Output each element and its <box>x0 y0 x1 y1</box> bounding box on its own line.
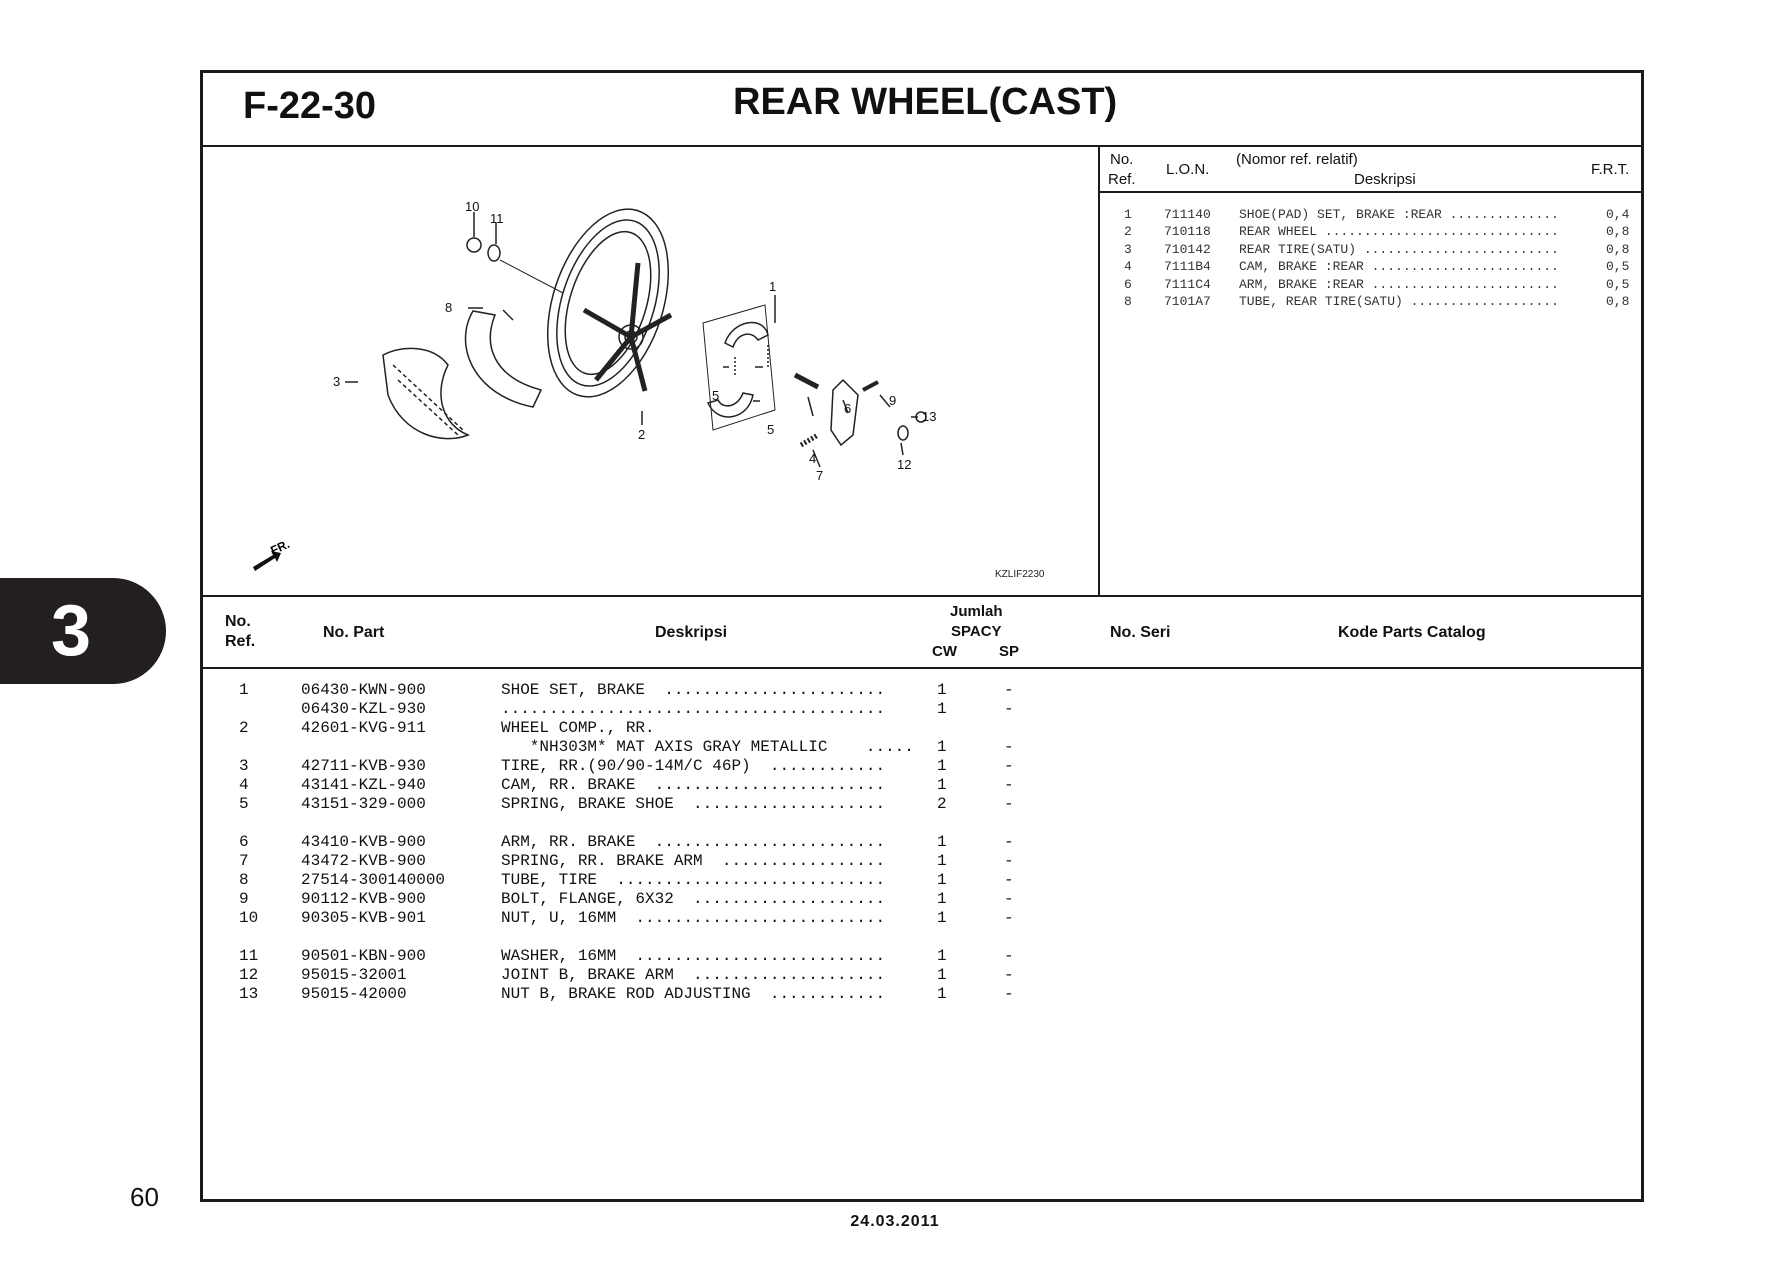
header-seri: No. Seri <box>1110 624 1171 641</box>
callout: 9 <box>889 393 896 408</box>
header-spacy: SPACY <box>951 623 1002 640</box>
arm-spring <box>799 432 820 448</box>
callout: 7 <box>816 468 823 483</box>
callout: 3 <box>333 374 340 389</box>
tire <box>382 347 471 440</box>
tube <box>464 310 543 408</box>
header-cw: CW <box>932 643 957 660</box>
callout: 2 <box>638 427 645 442</box>
bolt <box>862 380 879 392</box>
brake-shoe-box <box>702 304 776 431</box>
callout: 1 <box>769 279 776 294</box>
parts-table-header: No. Ref. No. Part Deskripsi Jumlah SPACY… <box>203 595 1641 669</box>
header-catalog: Kode Parts Catalog <box>1338 624 1486 641</box>
wheel-rim-inner <box>556 219 660 387</box>
header-sp: SP <box>999 643 1020 660</box>
callout: 6 <box>844 401 851 416</box>
brake-arm <box>830 378 859 447</box>
header-ref: Ref. <box>225 633 256 650</box>
callout: 10 <box>465 199 479 214</box>
callout: 4 <box>809 451 816 466</box>
callout: 8 <box>445 300 452 315</box>
frt-header-frt: F.R.T. <box>1591 161 1630 178</box>
brake-shoe-upper <box>724 321 769 349</box>
wheel-rim-outer <box>546 208 670 398</box>
page-number: 60 <box>130 1182 159 1212</box>
diagram-callouts: 1 2 3 4 5 5 6 7 8 9 10 11 12 13 <box>333 199 936 483</box>
frt-header-no: No. <box>1110 151 1134 168</box>
figure-code: KZLIF2230 <box>995 569 1045 580</box>
title-row: F-22-30 REAR WHEEL(CAST) <box>203 73 1641 147</box>
header-no: No. <box>225 613 251 630</box>
table-row: 06430-KZL-930...........................… <box>301 700 1014 718</box>
fr-label: FR. <box>268 537 291 558</box>
joint-b <box>897 425 909 441</box>
callout: 13 <box>922 409 936 424</box>
callout: 11 <box>490 211 504 226</box>
frt-table: No. Ref. L.O.N. (Nomor ref. relatif) Des… <box>1098 145 1641 595</box>
washer <box>487 244 501 262</box>
frt-header: No. Ref. L.O.N. (Nomor ref. relatif) Des… <box>1098 145 1641 193</box>
frt-header-nomor: (Nomor ref. relatif) <box>1236 151 1358 168</box>
callout: 5 <box>767 422 774 437</box>
brake-springs <box>734 345 769 375</box>
exploded-diagram: 1 2 3 4 5 5 6 7 8 9 10 11 12 13 FR. KZLI… <box>203 145 1100 595</box>
callout: 5 <box>712 388 719 403</box>
frt-header-desc: Deskripsi <box>1354 171 1416 188</box>
nut <box>466 237 482 253</box>
table-row: *NH303M* MAT AXIS GRAY METALLIC .....1- <box>501 738 1014 756</box>
frt-header-ref: Ref. <box>1108 171 1136 188</box>
wheel-spokes <box>582 262 673 392</box>
page-title: REAR WHEEL(CAST) <box>733 81 1118 123</box>
section-tab: 3 <box>0 578 166 684</box>
brake-cam <box>793 372 820 390</box>
header-jumlah: Jumlah <box>950 603 1003 620</box>
front-arrow-icon: FR. <box>253 537 292 571</box>
print-date: 24.03.2011 <box>850 1213 940 1230</box>
frt-header-lon: L.O.N. <box>1166 161 1210 178</box>
section-code: F-22-30 <box>243 85 377 127</box>
callout: 12 <box>897 457 911 472</box>
diagram-svg: 1 2 3 4 5 5 6 7 8 9 10 11 12 13 FR. KZLI… <box>253 199 1045 580</box>
catalog-page-frame: F-22-30 REAR WHEEL(CAST) <box>200 70 1644 1202</box>
header-part: No. Part <box>323 624 385 641</box>
brake-shoe-lower <box>706 392 754 418</box>
header-desc: Deskripsi <box>655 624 728 641</box>
